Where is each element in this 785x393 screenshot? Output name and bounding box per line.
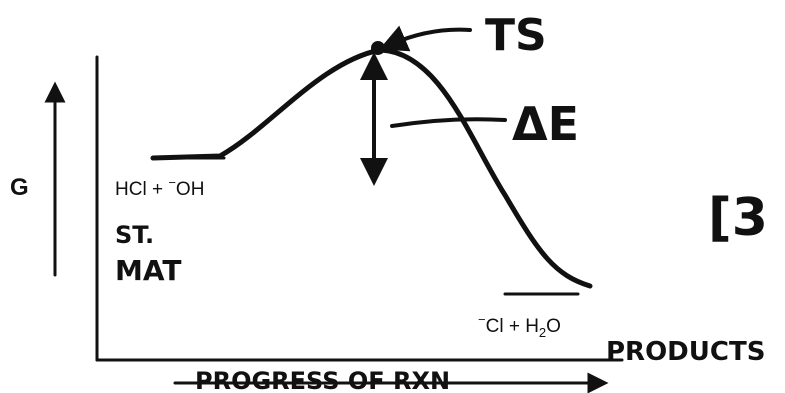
starting-material-hand-label-line2: MAT [115,254,181,287]
y-axis-label: G [10,174,29,201]
product-label: −Cl + H2O [478,312,561,340]
transition-state-dot [371,41,385,55]
ts-pointer-arrow [379,25,472,52]
delta-e-pointer-line [390,117,507,128]
reactant-label: HCl + −OH [115,175,204,200]
products-hand-label: PRODUCTS [606,337,765,367]
starting-material-hand-label-line1: ST. [115,221,154,249]
x-axis-hand-label: PROGRESS OF RXN [195,367,450,393]
margin-note: [3 [708,188,768,248]
reaction-curve [150,47,593,289]
transition-state-label: TS [485,10,547,61]
energy-gap-label: ΔE [512,97,579,151]
